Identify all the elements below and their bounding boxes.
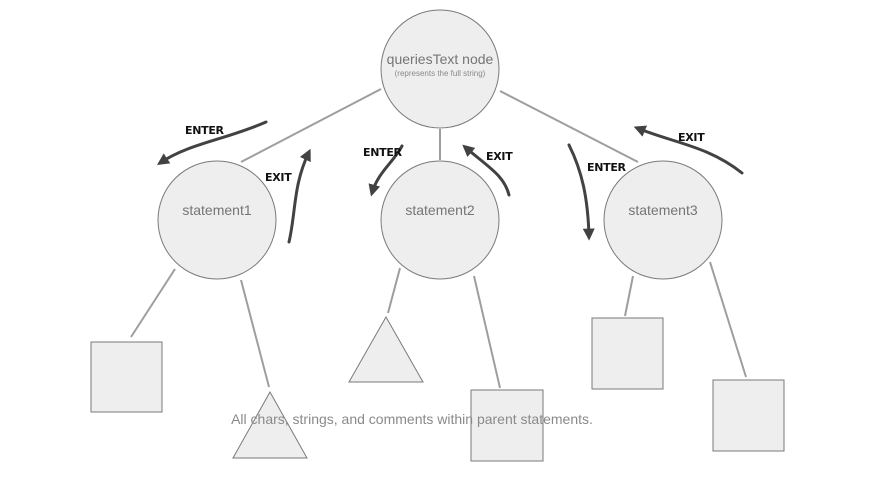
edge-statement3-leaf1	[624, 275, 634, 317]
edge-statement1-leaf2	[240, 279, 270, 388]
root-node	[380, 9, 500, 129]
enter-arrow-statement1	[157, 120, 268, 165]
edge-root-statement1	[240, 88, 382, 163]
edge-statement2-leaf2	[473, 275, 501, 389]
leaf-triangle	[232, 390, 308, 459]
enter-arrow-statement3	[567, 143, 595, 241]
exit-label-statement1: EXIT	[265, 171, 292, 184]
exit-label-statement2: EXIT	[486, 150, 513, 163]
enter-label-statement1: ENTER	[185, 124, 225, 137]
exit-arrow-statement3	[633, 125, 744, 175]
enter-label-statement3: ENTER	[587, 161, 627, 174]
caption: All chars, strings, and comments within …	[231, 411, 593, 427]
enter-label-statement2: ENTER	[363, 146, 403, 159]
leaf-square	[90, 341, 163, 413]
statement1-label: statement1	[182, 202, 251, 218]
edge-root-statement3	[499, 90, 639, 163]
statement2-label: statement2	[405, 202, 474, 218]
root-node-label: queriesText node	[387, 51, 494, 67]
edge-statement2-leaf1	[387, 267, 401, 314]
leaf-square	[591, 317, 664, 390]
enter-arrow-statement2	[368, 144, 404, 197]
edge-statement3-leaf2	[709, 261, 747, 378]
statement3-label: statement3	[628, 202, 697, 218]
statement2-node	[380, 160, 500, 280]
leaf-square	[712, 379, 785, 452]
exit-arrow-statement2	[462, 144, 511, 197]
leaf-square	[470, 389, 544, 462]
exit-label-statement3: EXIT	[678, 131, 705, 144]
statement1-node	[157, 160, 277, 280]
edge-statement1-leaf1	[130, 268, 176, 338]
leaf-triangle	[348, 315, 424, 383]
statement3-node	[603, 160, 723, 280]
root-node-sublabel: (represents the full string)	[395, 69, 486, 78]
exit-arrow-statement1	[287, 148, 311, 244]
